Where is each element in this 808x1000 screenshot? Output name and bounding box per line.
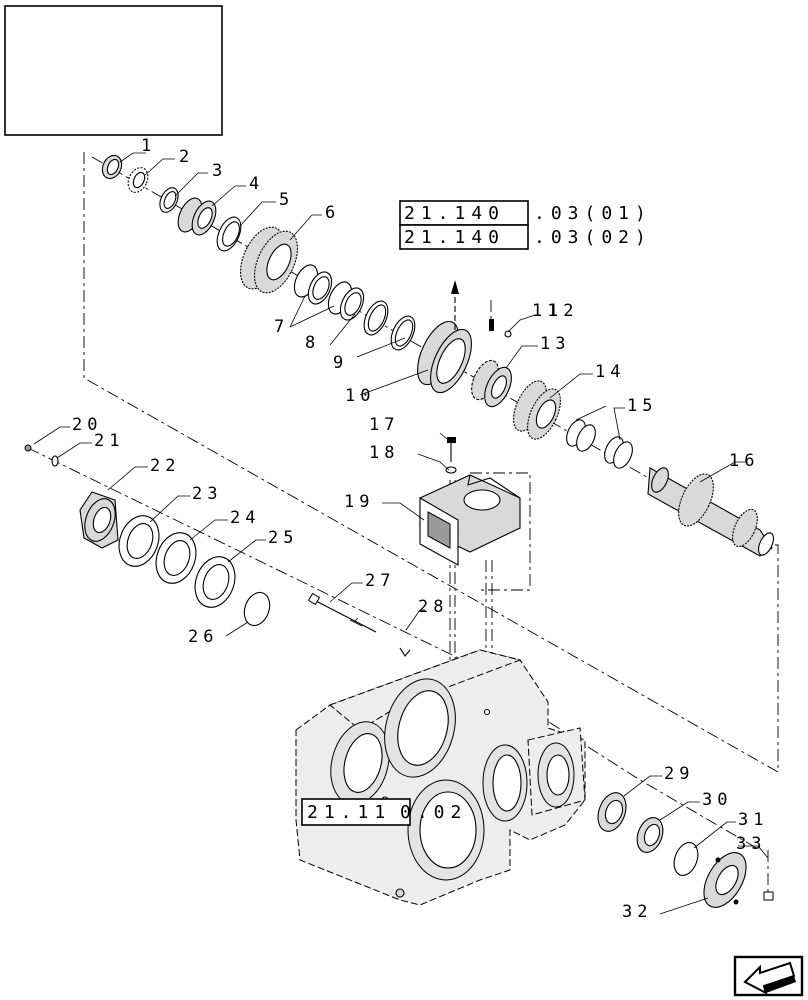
- up-arrow: [451, 280, 459, 330]
- callout-29: 29: [664, 764, 694, 784]
- callout-labels: 1 2 3 4 5 6 7 8 9 10 11 12 13 14 15 16 1…: [72, 136, 768, 922]
- ring-9: [363, 300, 389, 336]
- callout-4: 4: [249, 174, 264, 194]
- screw-20: [24, 444, 32, 452]
- gearbox-housing: [295, 649, 586, 906]
- reference-21-140-03-02[interactable]: 21.140 .03(02): [399, 224, 652, 250]
- gasket-23: [118, 515, 160, 567]
- gear-6: [239, 226, 299, 294]
- lock-washer-2: [127, 167, 149, 193]
- callout-6: 6: [325, 203, 340, 223]
- bush-8: [327, 281, 365, 321]
- hub-13: [471, 359, 512, 408]
- callout-2: 2: [179, 147, 194, 167]
- callout-12: 12: [548, 301, 578, 321]
- callout-23: 23: [192, 484, 222, 504]
- o-ring-31: [673, 842, 699, 876]
- gear-14: [513, 380, 561, 440]
- bearing-4: [177, 197, 217, 236]
- reference-suffix: 0.02: [400, 802, 467, 823]
- seal-29: [597, 792, 627, 832]
- callout-13: 13: [540, 334, 570, 354]
- callout-32: 32: [622, 902, 652, 922]
- callout-11: 11: [532, 301, 562, 321]
- clip-28: [399, 647, 411, 657]
- shaft-16: [647, 467, 774, 557]
- callout-20: 20: [72, 415, 102, 435]
- callout-17: 17: [369, 415, 399, 435]
- support-19: [419, 474, 521, 566]
- callout-27: 27: [365, 571, 395, 591]
- shim-24: [155, 532, 197, 584]
- callout-25: 25: [268, 528, 298, 548]
- callout-19: 19: [344, 492, 374, 512]
- shim-25: [194, 556, 236, 608]
- ring-5: [216, 216, 242, 252]
- reference-prefix[interactable]: 21.140: [404, 227, 505, 248]
- callout-21: 21: [94, 431, 124, 451]
- callout-10: 10: [345, 386, 375, 406]
- leader-lines: [33, 152, 769, 915]
- callout-16: 16: [729, 451, 759, 471]
- bush-7: [293, 264, 333, 305]
- cover-32: [703, 852, 747, 908]
- circlip-1: [101, 154, 123, 180]
- screw-33: [763, 850, 774, 901]
- callout-31: 31: [738, 810, 768, 830]
- ring-3: [159, 187, 179, 213]
- bush-15: [566, 419, 633, 469]
- ball-12: [504, 330, 512, 338]
- bolt-27: [307, 592, 377, 633]
- reference-suffix: .03(01): [534, 203, 652, 224]
- callout-5: 5: [279, 190, 294, 210]
- callout-26: 26: [188, 627, 218, 647]
- nav-back-button[interactable]: [733, 955, 804, 997]
- o-ring-26: [243, 591, 271, 627]
- cover-22: [79, 491, 119, 549]
- reference-21-140-03-01[interactable]: 21.140 .03(01): [399, 200, 652, 226]
- ring-30: [636, 817, 664, 853]
- pin-11: [489, 300, 494, 331]
- callout-15: 15: [627, 396, 657, 416]
- callout-18: 18: [369, 443, 399, 463]
- callout-8: 8: [305, 333, 320, 353]
- callout-22: 22: [150, 456, 180, 476]
- reference-21-110-02[interactable]: 21.11 0.02: [301, 798, 467, 826]
- ring-9b: [390, 315, 416, 351]
- callout-1: 1: [141, 136, 156, 156]
- arrow-left-icon: [743, 961, 796, 995]
- synchro-sleeve-10: [417, 320, 472, 394]
- reference-prefix[interactable]: 21.140: [404, 203, 505, 224]
- reference-prefix[interactable]: 21.11: [307, 802, 391, 823]
- callout-28: 28: [418, 597, 448, 617]
- washer-21: [51, 455, 59, 467]
- screw-17: [447, 437, 456, 462]
- washer-18: [445, 466, 457, 474]
- callout-9: 9: [333, 353, 348, 373]
- callout-24: 24: [230, 508, 260, 528]
- title-block: [4, 5, 223, 136]
- reference-suffix: .03(02): [534, 227, 652, 248]
- callout-14: 14: [595, 362, 625, 382]
- callout-3: 3: [212, 161, 227, 181]
- callout-7: 7: [274, 317, 289, 337]
- callout-30: 30: [702, 790, 732, 810]
- callout-33: 33: [736, 834, 766, 854]
